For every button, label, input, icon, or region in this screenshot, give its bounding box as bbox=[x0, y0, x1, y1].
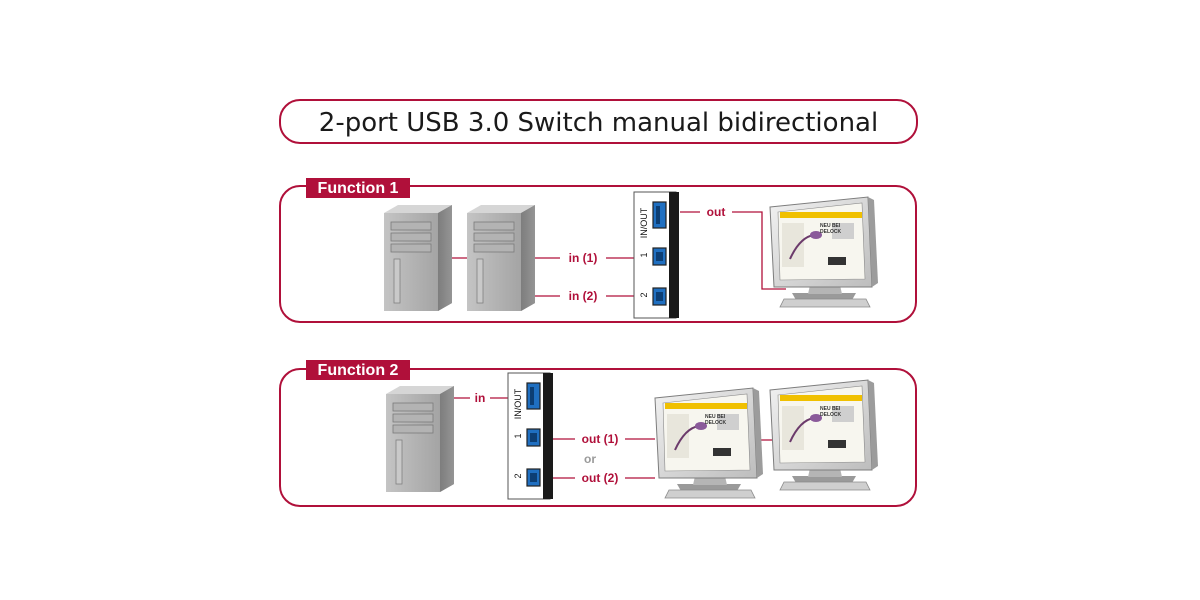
monitor-icon: NEU BEI DELOCK bbox=[769, 379, 879, 491]
port-label-2: 2 bbox=[513, 473, 523, 478]
label-or: or bbox=[584, 452, 596, 466]
computer-tower-icon bbox=[466, 204, 536, 312]
monitor-icon: NEU BEI DELOCK bbox=[769, 196, 879, 308]
label-out: out bbox=[707, 205, 726, 219]
function-1-tab-label: Function 1 bbox=[318, 180, 399, 197]
port-label-2: 2 bbox=[639, 292, 649, 297]
monitor-icon: NEU BEI DELOCK bbox=[654, 387, 764, 499]
screen-text-line-1: NEU BEI bbox=[705, 414, 726, 420]
usb-switch-icon: IN/OUT 1 2 bbox=[507, 372, 554, 500]
label-out-1: out (1) bbox=[582, 432, 619, 446]
screen-text-line-2: DELOCK bbox=[820, 229, 842, 235]
port-label-1: 1 bbox=[639, 252, 649, 257]
function-2-tab-label: Function 2 bbox=[318, 362, 399, 379]
label-in: in bbox=[475, 391, 486, 405]
label-in-2: in (2) bbox=[569, 289, 598, 303]
screen-text-line-1: NEU BEI bbox=[820, 406, 841, 412]
port-label-inout: IN/OUT bbox=[639, 207, 649, 238]
computer-tower-icon bbox=[385, 385, 455, 493]
function-2-tab bbox=[306, 360, 410, 380]
screen-text-line-1: NEU BEI bbox=[820, 223, 841, 229]
port-label-inout: IN/OUT bbox=[513, 388, 523, 419]
computer-tower-icon bbox=[383, 204, 453, 312]
usb-switch-icon: IN/OUT 1 2 bbox=[633, 191, 680, 319]
screen-text-line-2: DELOCK bbox=[820, 412, 842, 418]
port-label-1: 1 bbox=[513, 433, 523, 438]
function-1-tab bbox=[306, 178, 410, 198]
title-frame bbox=[279, 99, 918, 144]
label-in-1: in (1) bbox=[569, 251, 598, 265]
label-out-2: out (2) bbox=[582, 471, 619, 485]
screen-text-line-2: DELOCK bbox=[705, 420, 727, 426]
page-title: 2-port USB 3.0 Switch manual bidirection… bbox=[319, 108, 878, 138]
